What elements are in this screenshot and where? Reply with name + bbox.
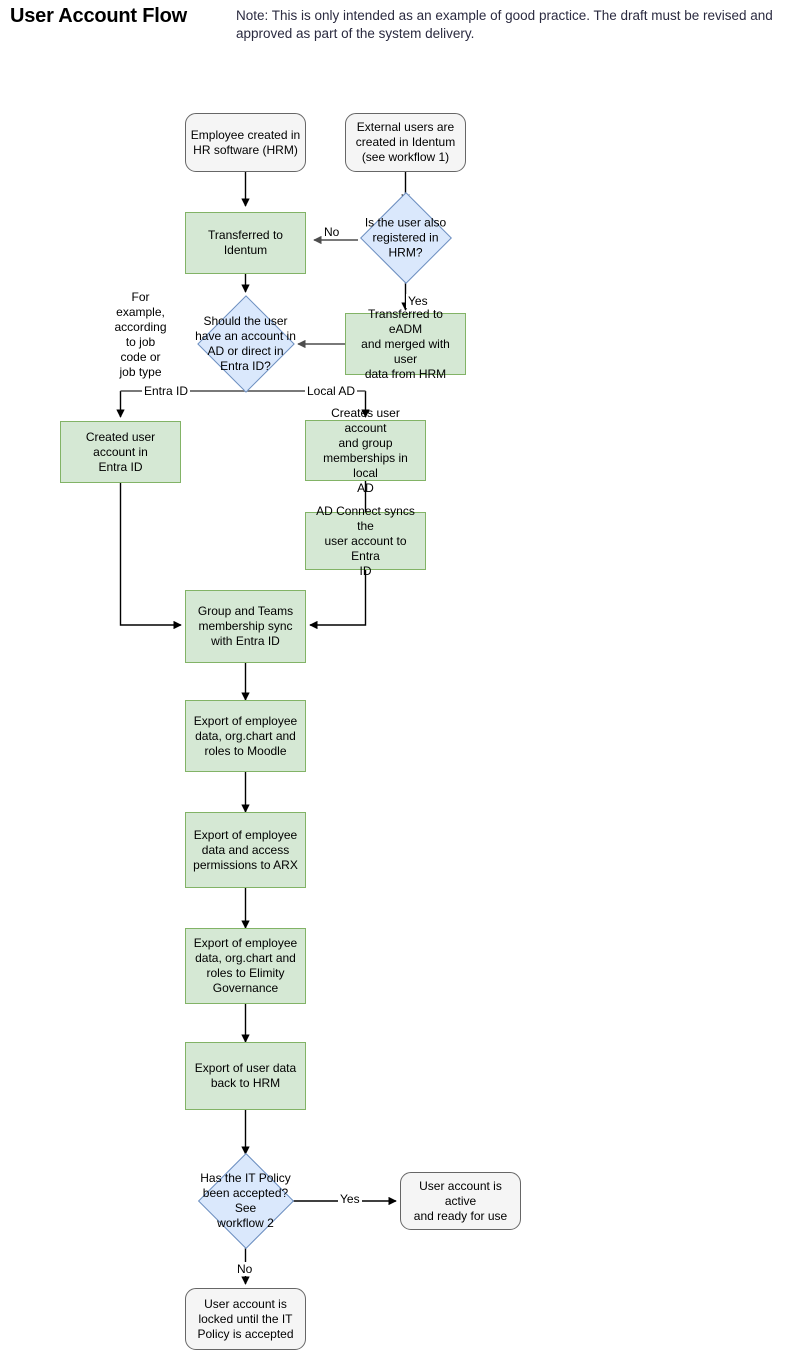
- annotation-label: For example, according to job code or jo…: [114, 290, 167, 379]
- edge-label-entra-id: Entra ID: [142, 384, 191, 398]
- node-account-active[interactable]: User account is active and ready for use: [400, 1172, 521, 1230]
- node-group-teams-membership-sync[interactable]: Group and Teams membership sync with Ent…: [185, 590, 306, 663]
- node-export-arx[interactable]: Export of employee data and access permi…: [185, 812, 306, 888]
- edge-label-yes-bottom: Yes: [338, 1192, 362, 1206]
- node-export-moodle[interactable]: Export of employee data, org.chart and r…: [185, 700, 306, 772]
- node-ad-connect-sync[interactable]: AD Connect syncs the user account to Ent…: [305, 504, 426, 578]
- node-label: Export of employee data, org.chart and r…: [193, 713, 298, 758]
- page-title: User Account Flow: [10, 5, 187, 27]
- node-export-elimity[interactable]: Export of employee data, org.chart and r…: [185, 928, 306, 1004]
- node-created-user-account-entra-id[interactable]: Created user account in Entra ID: [60, 421, 181, 483]
- node-label: Group and Teams membership sync with Ent…: [197, 604, 294, 648]
- node-creates-user-account-local-ad[interactable]: Creates user account and group membershi…: [305, 406, 426, 495]
- header-note: Note: This is only intended as an exampl…: [236, 8, 773, 41]
- node-label: AD Connect syncs the user account to Ent…: [316, 503, 415, 578]
- page-header: User Account Flow Note: This is only int…: [0, 0, 800, 60]
- node-label: Export of employee data and access permi…: [193, 827, 298, 872]
- node-label: Employee created in HR software (HRM): [190, 127, 301, 157]
- edge-label-yes-top: Yes: [406, 294, 430, 308]
- edge-label-no-bottom: No: [235, 1262, 255, 1276]
- node-label: User account is active and ready for use: [413, 1178, 508, 1223]
- node-label: Creates user account and group membershi…: [323, 405, 408, 495]
- edge-label-local-ad: Local AD: [305, 384, 358, 398]
- node-decision-registered-in-hrm[interactable]: Is the user also registered in HRM?: [358, 191, 453, 284]
- node-label: Transferred to Identum: [208, 228, 283, 257]
- node-label: User account is locked until the IT Poli…: [197, 1296, 294, 1341]
- node-decision-ad-or-entra[interactable]: Should the user have an account in AD or…: [195, 294, 296, 393]
- node-decision-it-policy-accepted[interactable]: Has the IT Policy been accepted? See wor…: [197, 1152, 294, 1250]
- node-account-locked[interactable]: User account is locked until the IT Poli…: [185, 1288, 306, 1350]
- node-transferred-to-eadm[interactable]: Transferred to eADM and merged with user…: [345, 307, 466, 381]
- node-label: Export of user data back to HRM: [194, 1061, 297, 1090]
- node-label: Transferred to eADM and merged with user…: [361, 306, 450, 381]
- node-label: Export of employee data, org.chart and r…: [193, 936, 298, 995]
- annotation-for-example: For example, according to job code or jo…: [108, 288, 173, 380]
- node-label: Has the IT Policy been accepted? See wor…: [200, 1171, 291, 1230]
- node-employee-created-hrm[interactable]: Employee created in HR software (HRM): [185, 113, 306, 172]
- edge-label-no-top: No: [322, 225, 342, 239]
- node-label: Should the user have an account in AD or…: [195, 313, 296, 373]
- node-external-users-identum[interactable]: External users are created in Identum (s…: [345, 113, 466, 172]
- node-transferred-to-identum[interactable]: Transferred to Identum: [185, 212, 306, 274]
- node-label: Is the user also registered in HRM?: [364, 215, 447, 259]
- node-export-back-to-hrm[interactable]: Export of user data back to HRM: [185, 1042, 306, 1110]
- node-label: External users are created in Identum (s…: [355, 120, 456, 164]
- node-label: Created user account in Entra ID: [85, 429, 156, 474]
